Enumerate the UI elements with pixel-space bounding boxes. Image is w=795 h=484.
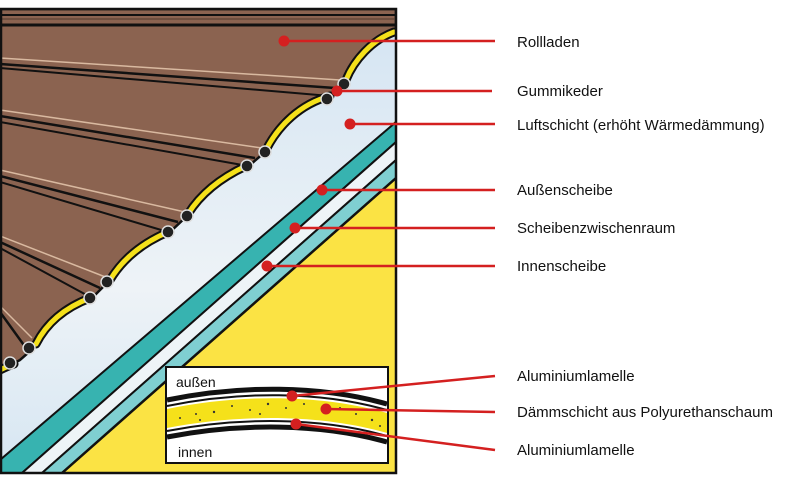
- callout-luftschicht: Luftschicht (erhöht Wärmedämmung): [344, 117, 765, 134]
- seal-beads: [3, 77, 351, 370]
- inner-pane: [40, 158, 396, 473]
- slat-joints: [0, 57, 341, 349]
- label-scheibenzwischenraum: Scheibenzwischenraum: [517, 220, 675, 237]
- label-gummikeder: Gummikeder: [517, 83, 603, 100]
- label-aussenscheibe: Außenscheibe: [517, 182, 613, 199]
- callout-aussenscheibe: Außenscheibe: [316, 182, 613, 199]
- callout-daemmschicht: Dämmschicht aus Polyurethanschaum: [320, 403, 773, 421]
- foam-layer: [167, 398, 387, 433]
- label-luftschicht: Luftschicht (erhöht Wärmedämmung): [517, 117, 765, 134]
- label-innenscheibe: Innenscheibe: [517, 258, 606, 275]
- callouts: Rollladen Gummikeder Luftschicht (erhöht…: [261, 34, 773, 459]
- callout-innenscheibe: Innenscheibe: [261, 258, 606, 275]
- callout-scheibenzwischenraum: Scheibenzwischenraum: [289, 220, 675, 237]
- pane-gap: [20, 140, 396, 473]
- label-rollladen: Rollladen: [517, 34, 580, 51]
- glazing: [0, 120, 396, 473]
- cross-section: außen innen: [0, 9, 396, 473]
- callout-aluminiumlamelle-aussen: Aluminiumlamelle: [286, 368, 635, 402]
- outer-pane: [0, 120, 396, 473]
- label-daemmschicht: Dämmschicht aus Polyurethanschaum: [517, 404, 773, 421]
- callout-gummikeder: Gummikeder: [331, 83, 603, 100]
- label-aluminiumlamelle-aussen: Aluminiumlamelle: [517, 368, 635, 385]
- shutter: [0, 9, 396, 375]
- inset-outer-label: außen: [176, 374, 216, 390]
- label-aluminiumlamelle-innen: Aluminiumlamelle: [517, 442, 635, 459]
- callout-aluminiumlamelle-innen: Aluminiumlamelle: [290, 418, 635, 459]
- callout-rollladen: Rollladen: [278, 34, 580, 51]
- slat-cross-section-inset: außen innen: [165, 366, 389, 464]
- frame-border: [0, 7, 398, 475]
- inset-inner-label: innen: [178, 444, 212, 460]
